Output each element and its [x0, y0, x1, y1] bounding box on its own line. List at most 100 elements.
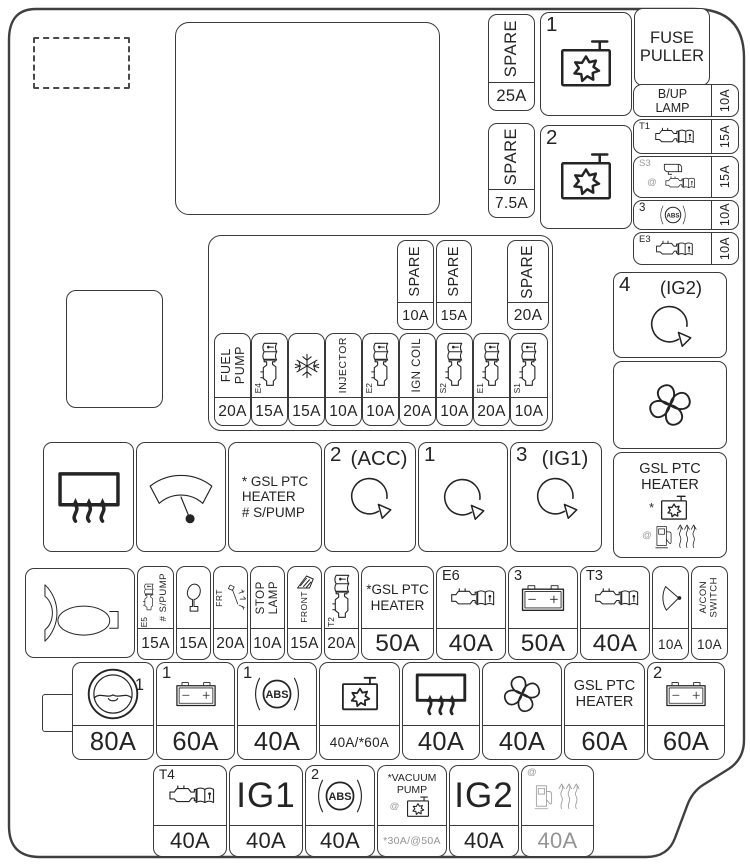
amp-rating-label: 20A: [513, 307, 543, 324]
icon-label-row: @: [390, 796, 435, 818]
amp-rating-label: 10A: [718, 203, 732, 227]
slot-content: FUEL PUMP: [215, 334, 250, 397]
amp-rating-label: 15A: [141, 635, 170, 652]
slot-content: [289, 334, 324, 397]
slot-content: [511, 334, 547, 397]
label: SPARE: [502, 19, 521, 78]
label: * GSL PTC HEATER # S/PUMP: [241, 474, 309, 520]
engbook-icon: [329, 572, 355, 624]
label: INJECTOR: [336, 337, 349, 394]
label: IG1: [236, 775, 296, 815]
module-wiper: [136, 442, 226, 552]
amp-rating: 15A: [437, 302, 471, 329]
amp-rating: 10A: [711, 201, 738, 229]
label: STOP LAMP: [254, 580, 280, 615]
heatwaves-icon: [676, 523, 698, 549]
fuse-s3: S3@15A: [633, 156, 739, 198]
slot-code: E4: [253, 382, 263, 393]
slot-number: 1: [134, 676, 144, 694]
amp-rating-label: *30A/@50A: [383, 835, 441, 847]
slot-number: T3: [586, 568, 603, 584]
amp-rating-label: 50A: [375, 630, 420, 657]
amp-rating-label: 40A: [253, 728, 301, 756]
amp-rating-label: 40A: [319, 828, 361, 853]
amp-rating: 10A: [398, 302, 433, 329]
amp-rating-label: 10A: [514, 402, 544, 420]
slot-code: E2: [364, 382, 374, 393]
slot-content: *VACUUM PUMP@: [378, 766, 446, 825]
slot-number: E6: [442, 568, 460, 584]
slot-content: SPARE: [398, 241, 433, 302]
label: (IG2): [659, 277, 703, 298]
ign-icon: [343, 473, 397, 519]
label: A/CON SWITCH: [697, 577, 720, 618]
slot-content: INJECTOR: [326, 334, 361, 397]
amp-rating: 40A: [450, 825, 518, 856]
engbook-icon: [479, 340, 505, 392]
amp-rating-label: 40A: [169, 828, 211, 853]
fuse-ac-snowflake: 15A: [288, 333, 325, 426]
slot-content: @: [634, 157, 711, 197]
amp-rating-label: 40A: [448, 630, 494, 657]
amp-rating-label: 20A: [216, 635, 245, 652]
engbook-icon: [257, 340, 283, 392]
washer-icon: [226, 581, 247, 615]
label: SPARE: [445, 246, 462, 297]
amp-rating-label: 10A: [329, 402, 358, 420]
slot-content: [437, 567, 505, 628]
slot-content: FRT: [214, 567, 247, 628]
slot-content: IG1: [230, 766, 302, 825]
fuse-e6: E6 40A: [436, 566, 506, 660]
amp-rating: 15A: [252, 397, 287, 425]
amp-rating: 20A: [400, 397, 435, 425]
slot-number: @: [527, 767, 537, 778]
label: GSL PTC HEATER: [573, 677, 636, 710]
slot-content: A/CON SWITCH: [692, 567, 727, 628]
amp-rating-label: 40A: [537, 828, 578, 853]
amp-rating-label: 15A: [290, 635, 319, 652]
slot-number: S3: [639, 158, 651, 169]
slot-content: # S/PUMP: [138, 567, 173, 628]
amp-rating: 10A: [711, 233, 738, 264]
amp-rating: 10A: [711, 85, 738, 116]
slot-content: [541, 126, 631, 228]
amp-rating: 40A: [230, 825, 302, 856]
relay-icon: [555, 152, 617, 202]
nozzle-icon: [659, 582, 683, 614]
slot-content: (IG1): [511, 443, 601, 551]
amp-rating-label: 40A: [592, 630, 638, 657]
label: SPARE: [519, 244, 537, 299]
amp-rating: *30A/@50A: [378, 825, 446, 856]
amp-rating: 20A: [474, 397, 509, 425]
abs-icon: ABS: [247, 673, 307, 715]
engbook-icon: [649, 126, 697, 147]
slot-content: [648, 663, 724, 725]
slot-number: 1: [243, 664, 253, 682]
label: @: [642, 529, 652, 541]
slot-content: [483, 663, 561, 725]
svg-text:ABS: ABS: [666, 212, 679, 219]
amp-rating-label: 10A: [697, 636, 722, 652]
ign-icon: [644, 301, 696, 347]
slot-content: STOP LAMP: [251, 567, 284, 628]
spare-fuse-20a: SPARE 20A: [507, 240, 549, 330]
slot-content: [363, 334, 398, 397]
slot-content: FUSE PULLER: [635, 9, 709, 85]
fuse-defrost-40: 40A: [402, 662, 480, 760]
slot-number: T1: [639, 121, 651, 132]
slot-content: [252, 334, 287, 397]
amp-rating-label: 20A: [477, 402, 506, 420]
fuse-relay-40-60: 40A/*60A: [319, 662, 400, 760]
slot-content: [44, 443, 133, 551]
slot-content: [26, 569, 134, 657]
slot-code: S2: [438, 382, 448, 393]
slot-content: B/UP LAMP: [634, 85, 711, 116]
relay-icon: [555, 39, 617, 89]
